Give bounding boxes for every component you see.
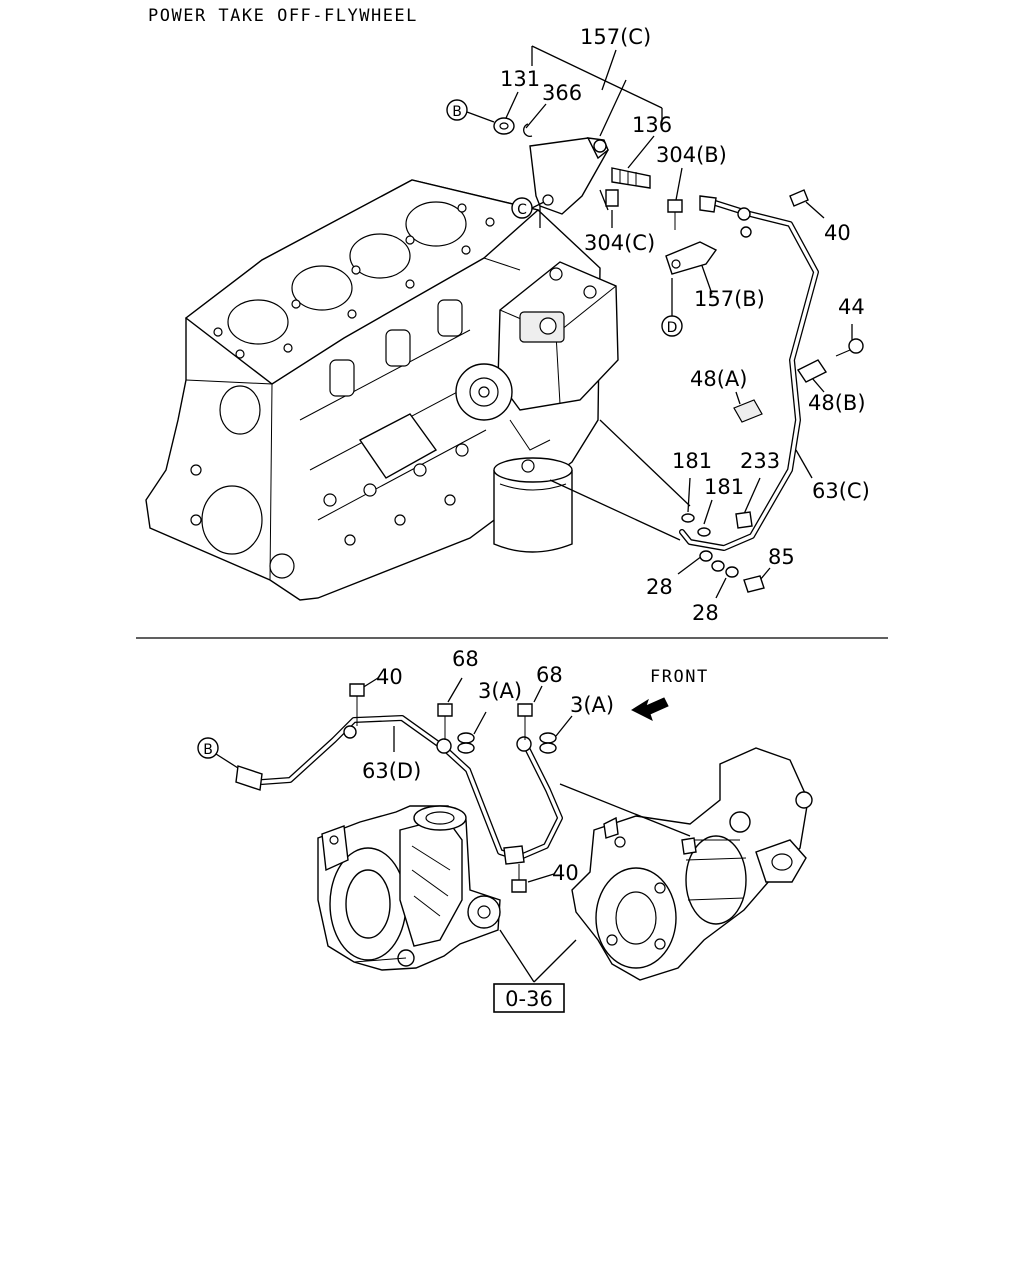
label-48b: 48(B) — [808, 391, 866, 415]
callout-b-upper: B — [446, 99, 495, 123]
washers-3a-b — [539, 732, 557, 754]
engine-block — [145, 179, 601, 601]
clamp-48a — [733, 399, 763, 423]
label-304b: 304(B) — [656, 143, 727, 167]
turbocharger-right — [571, 747, 813, 981]
bolt-44 — [835, 338, 864, 357]
upper-part-labels: 157(C) 131 366 136 304(B) 304(C) 40 157(… — [500, 25, 870, 625]
bolt-304c — [605, 189, 619, 207]
front-arrow-icon — [630, 697, 669, 721]
clip-366 — [523, 123, 533, 137]
label-366: 366 — [542, 81, 582, 105]
label-28-b: 28 — [692, 601, 719, 625]
label-304c: 304(C) — [584, 231, 655, 255]
diagram-title: POWER TAKE OFF-FLYWHEEL — [148, 6, 418, 26]
label-40-upper: 40 — [824, 221, 851, 245]
label-181-a: 181 — [672, 449, 712, 473]
bolt-85 — [743, 575, 765, 593]
svg-text:C: C — [517, 202, 527, 218]
callout-d-upper: D — [661, 315, 683, 337]
oil-pipe-63d — [235, 715, 563, 865]
lower-leader-lines — [361, 677, 691, 983]
label-40-lower: 40 — [552, 861, 579, 885]
label-136: 136 — [632, 113, 672, 137]
bolt-68-b — [517, 703, 533, 740]
callout-b-lower: B — [197, 737, 239, 769]
lower-part-labels: 40 68 3(A) 68 3(A) FRONT 63(D) 40 — [362, 647, 709, 885]
label-85: 85 — [768, 545, 795, 569]
washers-3a-a — [457, 732, 475, 754]
fitting-136 — [611, 167, 651, 189]
reference-label: 0-36 — [505, 987, 553, 1011]
bolt-40-lower-left — [349, 683, 365, 726]
reference-box: 0-36 — [493, 983, 565, 1013]
label-181-b: 181 — [704, 475, 744, 499]
oil-pipe-63c — [679, 195, 819, 551]
bolt-40-upper — [789, 189, 809, 207]
svg-text:B: B — [203, 742, 213, 758]
bolt-304b — [667, 199, 683, 230]
label-131: 131 — [500, 67, 540, 91]
air-compressor — [455, 261, 619, 473]
bracket-157b — [665, 241, 718, 275]
nut-131 — [493, 117, 515, 135]
label-3a-a: 3(A) — [478, 679, 522, 703]
bolt-233 — [735, 511, 753, 529]
bolt-40-lower — [511, 864, 527, 893]
label-44: 44 — [838, 295, 865, 319]
label-front: FRONT — [650, 667, 709, 687]
label-63d: 63(D) — [362, 759, 421, 783]
turbocharger-left — [317, 805, 501, 971]
callout-c-upper: C — [511, 197, 545, 219]
label-48a: 48(A) — [690, 367, 747, 391]
label-157b: 157(B) — [694, 287, 765, 311]
label-68-b: 68 — [536, 663, 563, 687]
bolt-68-a — [437, 703, 453, 740]
washers-28 — [699, 550, 739, 578]
bracket-157c — [529, 137, 609, 215]
label-157c: 157(C) — [580, 25, 651, 49]
rings-181 — [681, 513, 711, 537]
label-28-a: 28 — [646, 575, 673, 599]
clamp-48b — [796, 359, 828, 383]
svg-text:B: B — [452, 104, 462, 120]
label-3a-b: 3(A) — [570, 693, 614, 717]
label-63c: 63(C) — [812, 479, 870, 503]
label-68-a: 68 — [452, 647, 479, 671]
label-40-lower-left: 40 — [376, 665, 403, 689]
svg-text:D: D — [667, 320, 678, 336]
label-233: 233 — [740, 449, 780, 473]
